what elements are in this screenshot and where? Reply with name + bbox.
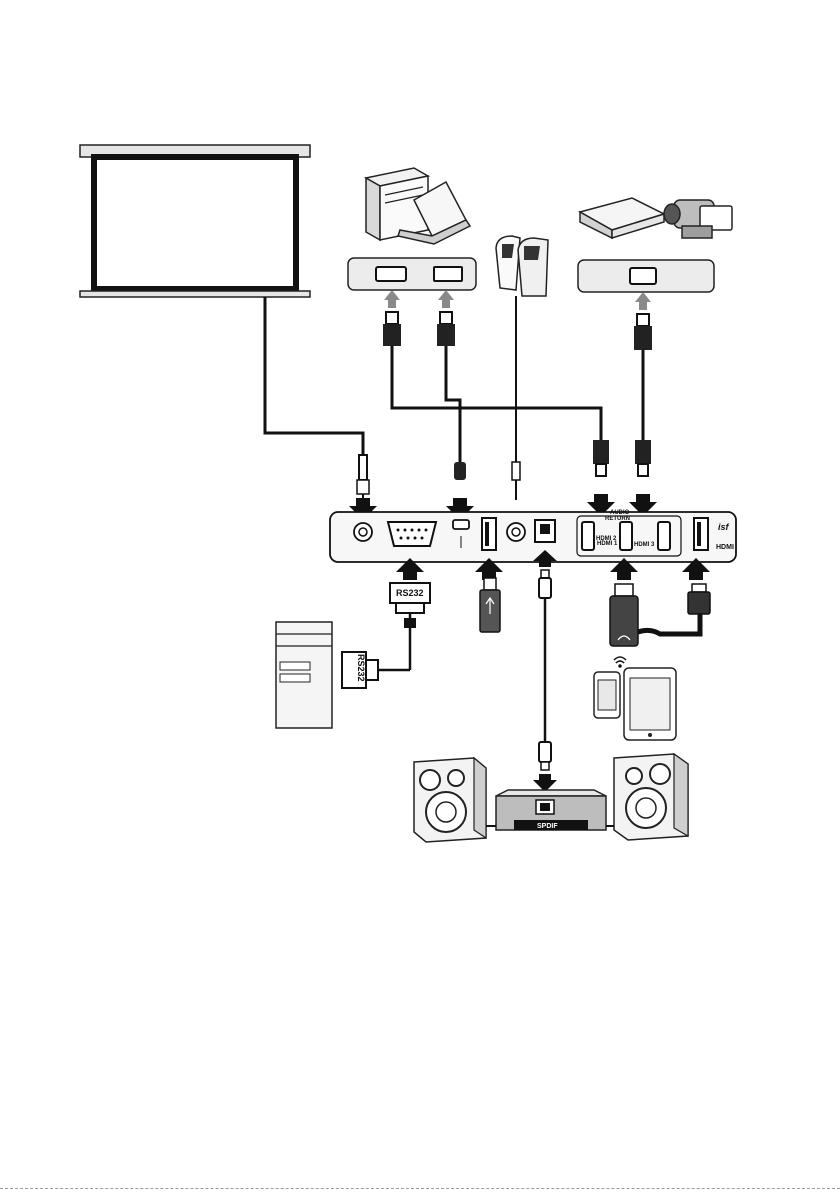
- mini-usb-port: [453, 520, 469, 529]
- pc-port-panel: [348, 258, 476, 290]
- trigger-plug: [357, 455, 369, 502]
- isf-logo: isf: [718, 522, 730, 532]
- speaker-right-icon: [614, 754, 688, 840]
- spdif-label: SPDIF: [537, 823, 558, 830]
- pc-hdmi-port: [376, 267, 406, 281]
- speakers-icon: [496, 236, 548, 296]
- hdmi2-port: [620, 522, 632, 550]
- pc-usb-port: [434, 267, 462, 281]
- media-player-icon: [580, 198, 664, 238]
- rs232-port: [388, 522, 436, 546]
- camcorder-icon: [664, 200, 732, 238]
- pc-usb-cable: [437, 312, 466, 480]
- spdif-cable: [539, 570, 551, 770]
- wireless-dongle-icon: [610, 584, 700, 646]
- pc-hdmi-cable: [383, 312, 601, 440]
- tablet-icon: [624, 668, 676, 740]
- usb-drive-icon: [480, 578, 500, 632]
- hdmi2-label: HDMI 2: [596, 536, 617, 542]
- projector-icon: [330, 512, 736, 562]
- audio-return-label-2: RETURN: [605, 516, 630, 522]
- screen-icon: [80, 145, 310, 297]
- smartphone-icon: [594, 672, 620, 718]
- hdmi-logo: HDMI: [716, 544, 734, 551]
- rs232-adapter-label: RS232: [396, 588, 424, 598]
- rs232-pc-label: RS232: [356, 654, 366, 682]
- arrow-to-av-hdmi: [635, 292, 651, 310]
- speaker-left-icon: [414, 758, 486, 842]
- hdmi3-port: [658, 522, 670, 550]
- arrow-to-pc-hdmi: [384, 290, 400, 308]
- screen-trigger-cable: [265, 297, 363, 460]
- hdmi3-label: HDMI 3: [634, 542, 655, 548]
- hdmi1-plug: [593, 440, 609, 476]
- av-port-panel: [578, 260, 714, 292]
- hdmi1-port: [582, 522, 594, 550]
- av-hdmi-cable: [634, 314, 652, 440]
- page-bottom-rule: [0, 1188, 840, 1189]
- av-hdmi-port: [630, 268, 656, 284]
- wifi-icon: [614, 657, 626, 667]
- hdmi3-plug: [635, 440, 651, 476]
- usb-power-plug: [688, 584, 710, 614]
- arrow-to-pc-usb: [438, 290, 454, 308]
- speakers-cable: [512, 296, 520, 500]
